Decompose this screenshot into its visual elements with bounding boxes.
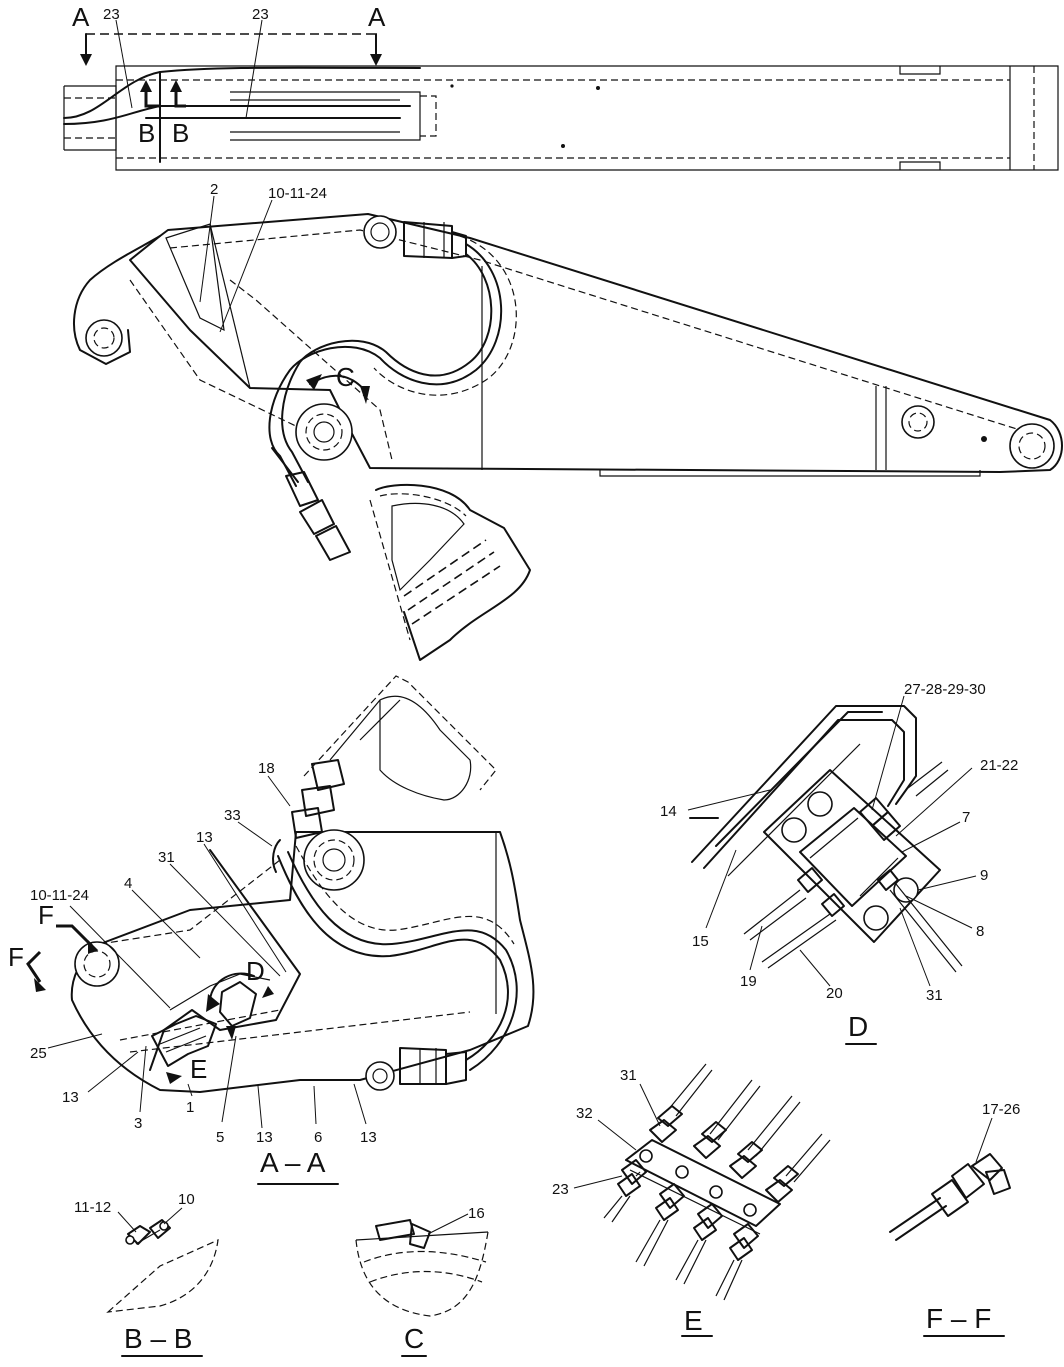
callout-11-12: 11-12 bbox=[74, 1199, 111, 1216]
callout-8: 8 bbox=[976, 923, 984, 940]
callout-27-28-29-30: 27-28-29-30 bbox=[904, 681, 986, 698]
callout-1: 1 bbox=[186, 1099, 194, 1116]
callout-31-d: 31 bbox=[926, 987, 943, 1004]
callout-14: 14 bbox=[660, 803, 677, 820]
callout-19: 19 bbox=[740, 973, 757, 990]
view-bb: B – B bbox=[106, 1219, 219, 1357]
callout-20: 20 bbox=[826, 985, 843, 1002]
callout-23-e: 23 bbox=[552, 1181, 569, 1198]
callout-13-bottom: 13 bbox=[256, 1129, 273, 1146]
callout-5: 5 bbox=[216, 1129, 224, 1146]
section-f-top-label: F bbox=[38, 900, 54, 930]
callout-6: 6 bbox=[314, 1129, 322, 1146]
callout-33: 33 bbox=[224, 807, 241, 824]
section-a-right-arrow bbox=[370, 54, 382, 66]
view-e: E bbox=[603, 1063, 831, 1337]
callout-23-plan-left: 23 bbox=[103, 6, 120, 23]
section-f-left-label: F bbox=[8, 942, 24, 972]
view-aa-title: A – A bbox=[260, 1147, 326, 1178]
view-e-title: E bbox=[684, 1305, 703, 1336]
callout-10-11-24-aa: 10-11-24 bbox=[30, 887, 89, 904]
view-ff: F – F bbox=[889, 1153, 1011, 1337]
view-ff-title: F – F bbox=[926, 1303, 991, 1334]
view-d-title: D bbox=[848, 1011, 868, 1042]
callout-4: 4 bbox=[124, 875, 132, 892]
section-c-label: C bbox=[336, 362, 355, 392]
callout-18: 18 bbox=[258, 760, 275, 777]
section-a-right-label: A bbox=[368, 2, 386, 32]
view-aa: D E F F A – A bbox=[8, 675, 535, 1185]
callout-17-26: 17-26 bbox=[982, 1101, 1020, 1118]
callout-13-right: 13 bbox=[360, 1129, 377, 1146]
callout-13-left: 13 bbox=[62, 1089, 79, 1106]
section-a-left-label: A bbox=[72, 2, 90, 32]
callout-31-aa: 31 bbox=[158, 849, 175, 866]
callout-3: 3 bbox=[134, 1115, 142, 1132]
callout-10: 10 bbox=[178, 1191, 195, 1208]
callout-2: 2 bbox=[210, 181, 218, 198]
callout-31-e: 31 bbox=[620, 1067, 637, 1084]
callout-13-upper: 13 bbox=[196, 829, 213, 846]
section-b-right-label: B bbox=[172, 118, 189, 148]
plan-view: A A B B 23 23 bbox=[63, 2, 1059, 171]
callout-10-11-24-side: 10-11-24 bbox=[268, 185, 327, 202]
section-b-left-label: B bbox=[138, 118, 155, 148]
section-d-label: D bbox=[246, 956, 265, 986]
callout-23-plan-right: 23 bbox=[252, 6, 269, 23]
view-c: C bbox=[355, 1219, 489, 1357]
section-a-left-arrow bbox=[80, 54, 92, 66]
section-e-label: E bbox=[190, 1054, 207, 1084]
callout-16: 16 bbox=[468, 1205, 485, 1222]
view-d: D bbox=[689, 705, 963, 1045]
callout-21-22: 21-22 bbox=[980, 757, 1018, 774]
callout-15: 15 bbox=[692, 933, 709, 950]
view-c-title: C bbox=[404, 1323, 424, 1354]
view-bb-title: B – B bbox=[124, 1323, 192, 1354]
callout-9: 9 bbox=[980, 867, 988, 884]
callout-25: 25 bbox=[30, 1045, 47, 1062]
callout-7: 7 bbox=[962, 809, 970, 826]
callout-32: 32 bbox=[576, 1105, 593, 1122]
side-view: C bbox=[73, 213, 1063, 661]
